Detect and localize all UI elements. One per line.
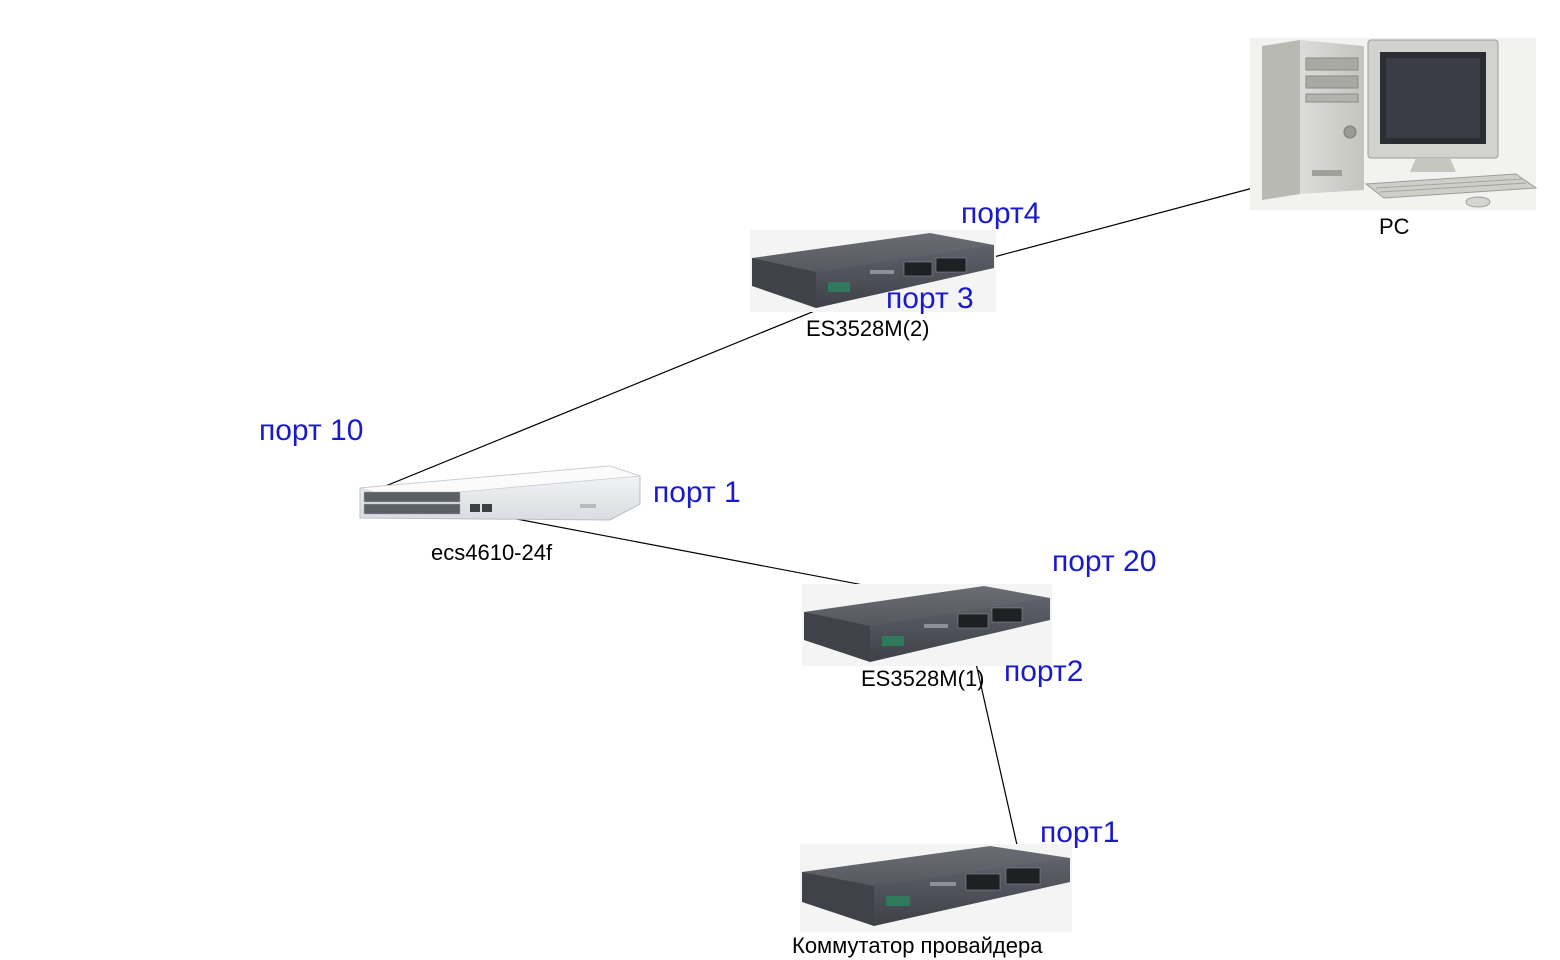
es3528m-1-label: ES3528M(1) [861,666,985,691]
connection-links [365,183,1269,877]
port-label-es2-ecs: порт 3 [886,282,974,315]
ecs4610-label: ecs4610-24f [431,540,553,565]
switch-es3528m-2-icon [750,230,996,312]
pc-computer-icon [1250,38,1538,210]
provider-switch-label: Коммутатор провайдера [792,933,1043,958]
es3528m-2-label: ES3528M(2) [806,316,930,341]
link-es2-to-pc [989,183,1269,259]
link-es1-to-provider [967,627,1025,877]
port-label-ecs-es2: порт 10 [259,414,364,447]
port-label-es2-pc: порт4 [961,197,1041,230]
port-label-ecs-es1: порт 1 [653,476,741,509]
port-label-es1-provider: порт2 [1004,655,1084,688]
link-ecs-to-es2 [365,278,894,495]
port-label-es1-ecs: порт 20 [1052,545,1157,578]
pc-label: PC [1379,214,1410,239]
switch-provider-icon [800,844,1072,932]
switch-ecs4610-24f-icon [359,465,641,521]
port-label-provider-es1: порт1 [1040,816,1120,849]
switch-es3528m-1-icon [802,584,1052,666]
